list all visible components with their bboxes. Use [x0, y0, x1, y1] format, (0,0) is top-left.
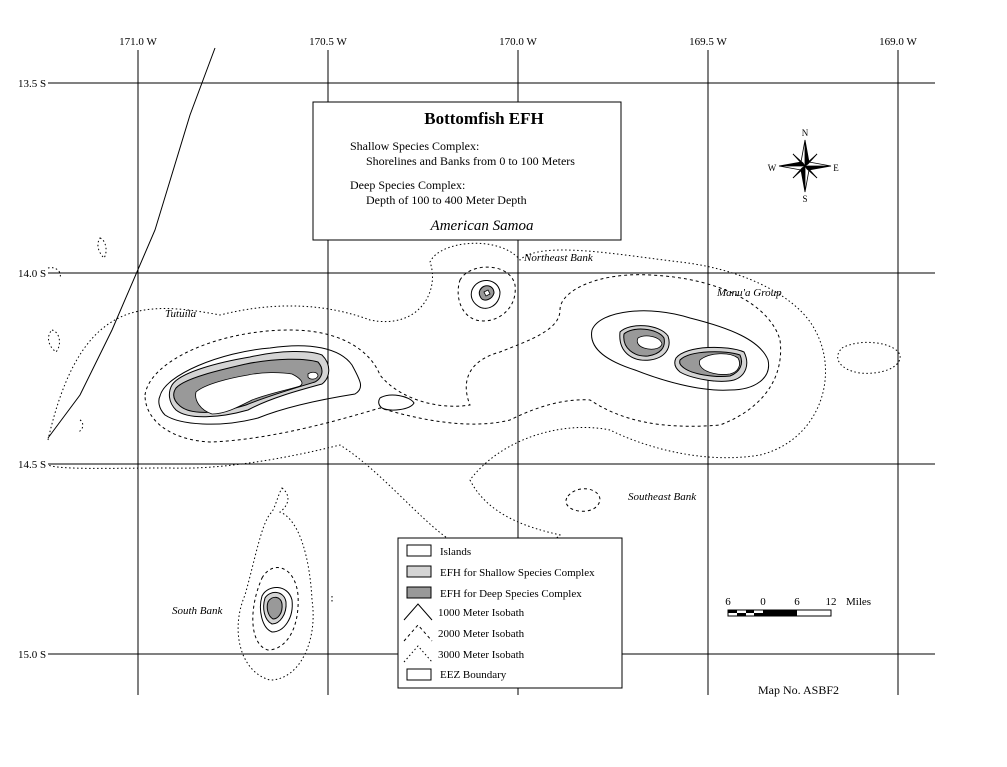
title-box: Bottomfish EFH Shallow Species Complex: … [312, 101, 622, 241]
scale-unit: Miles [846, 596, 871, 608]
legend-label-iso1000: 1000 Meter Isobath [438, 607, 525, 619]
scale-bar: 6 0 6 12 Miles [725, 596, 871, 617]
deep-desc: Depth of 100 to 400 Meter Depth [366, 193, 527, 207]
legend-swatch-islands [406, 544, 432, 557]
isobath-3000-tutuila [47, 242, 827, 550]
map-number: Map No. ASBF2 [758, 683, 839, 697]
label-manua-group: Manu'a Group [716, 287, 782, 299]
isobath-3000-east-oval [837, 341, 901, 374]
longitude-labels: 171.0 W 170.5 W 170.0 W 169.5 W 169.0 W [119, 36, 917, 48]
legend-label-islands: Islands [440, 546, 471, 558]
shallow-heading: Shallow Species Complex: [350, 139, 479, 153]
island-ofu-olosega [636, 335, 663, 350]
compass-n: N [802, 128, 809, 138]
scale-tick-0: 0 [760, 596, 766, 608]
legend-swatch-iso1000 [403, 603, 433, 621]
isobath-3000-south [237, 487, 314, 681]
islands [195, 289, 740, 415]
isobath-1000-tutuila [158, 345, 362, 425]
compass-e: E [833, 163, 839, 173]
shallow-desc: Shorelines and Banks from 0 to 100 Meter… [366, 154, 575, 168]
island-aunuu [307, 371, 319, 380]
scale-tick-12: 12 [826, 596, 837, 608]
latitude-labels: 13.5 S 14.0 S 14.5 S 15.0 S [18, 78, 46, 661]
legend-swatch-shallow [406, 565, 432, 578]
isobath-3000 [47, 237, 901, 681]
title-box-frame [312, 101, 622, 241]
lat-label-13-5: 13.5 S [18, 78, 46, 90]
compass-w: W [768, 163, 777, 173]
eez-boundary-line [47, 47, 216, 439]
compass-rose: N S E W [768, 128, 840, 204]
isobath-3000-west-4 [77, 419, 84, 433]
scale-seg-4 [754, 613, 763, 616]
legend: Islands EFH for Shallow Species Complex … [397, 537, 623, 689]
legend-label-deep: EFH for Deep Species Complex [440, 588, 582, 600]
isobath-2000-southeast-bank [565, 488, 601, 512]
isobath-2000 [144, 266, 782, 651]
lon-label-170-0: 170.0 W [499, 36, 537, 48]
lon-label-169-0: 169.0 W [879, 36, 917, 48]
legend-swatch-iso3000 [403, 645, 433, 663]
scale-seg-3 [746, 610, 754, 613]
label-tutuila: Tutuila [165, 308, 197, 320]
place-labels: Tutuila Northeast Bank Manu'a Group Sout… [165, 252, 782, 617]
island-tutuila [195, 372, 303, 415]
legend-swatch-deep [406, 586, 432, 599]
scale-seg-5 [763, 610, 797, 616]
isobath-3000-west-2 [48, 329, 60, 353]
isobath-3000-west-3 [47, 267, 61, 279]
scale-seg-2 [737, 613, 746, 616]
lon-label-171-0: 171.0 W [119, 36, 157, 48]
map-title: Bottomfish EFH [424, 109, 543, 128]
legend-label-eez: EEZ Boundary [440, 669, 507, 681]
scale-tick-6: 6 [794, 596, 800, 608]
efh-deep-south-bank [266, 596, 283, 620]
scale-seg-1 [728, 610, 737, 613]
lat-label-14-5: 14.5 S [18, 459, 46, 471]
isobath-3000-west-1 [97, 237, 107, 259]
island-northeast-bank [483, 289, 491, 297]
legend-label-iso3000: 3000 Meter Isobath [438, 649, 525, 661]
lon-label-169-5: 169.5 W [689, 36, 727, 48]
legend-label-iso2000: 2000 Meter Isobath [438, 628, 525, 640]
isobath-1000-small-bank [378, 394, 415, 411]
isobath-1000 [158, 280, 770, 633]
isobath-1000-northeast-bank [470, 280, 501, 309]
lon-label-170-5: 170.5 W [309, 36, 347, 48]
legend-frame [397, 537, 623, 689]
deep-heading: Deep Species Complex: [350, 178, 465, 192]
isobath-1000-south-bank [259, 587, 293, 633]
legend-label-shallow: EFH for Shallow Species Complex [440, 567, 595, 579]
compass-s: S [802, 194, 807, 204]
label-south-bank: South Bank [172, 605, 224, 617]
legend-swatch-eez [406, 668, 432, 681]
label-northeast-bank: Northeast Bank [523, 252, 594, 264]
scale-tick-6-left: 6 [725, 596, 731, 608]
label-southeast-bank: Southeast Bank [628, 491, 697, 503]
compass-star-icon [778, 139, 832, 193]
isobath-1000-manua [591, 310, 770, 391]
isobath-2000-south-bank [252, 567, 299, 651]
legend-swatch-iso2000 [403, 624, 433, 642]
isobath-2000-northeast-bank [457, 266, 516, 322]
lat-label-14-0: 14.0 S [18, 268, 46, 280]
island-tau [699, 353, 740, 375]
lat-label-15-0: 15.0 S [18, 649, 46, 661]
region-name: American Samoa [430, 218, 534, 234]
